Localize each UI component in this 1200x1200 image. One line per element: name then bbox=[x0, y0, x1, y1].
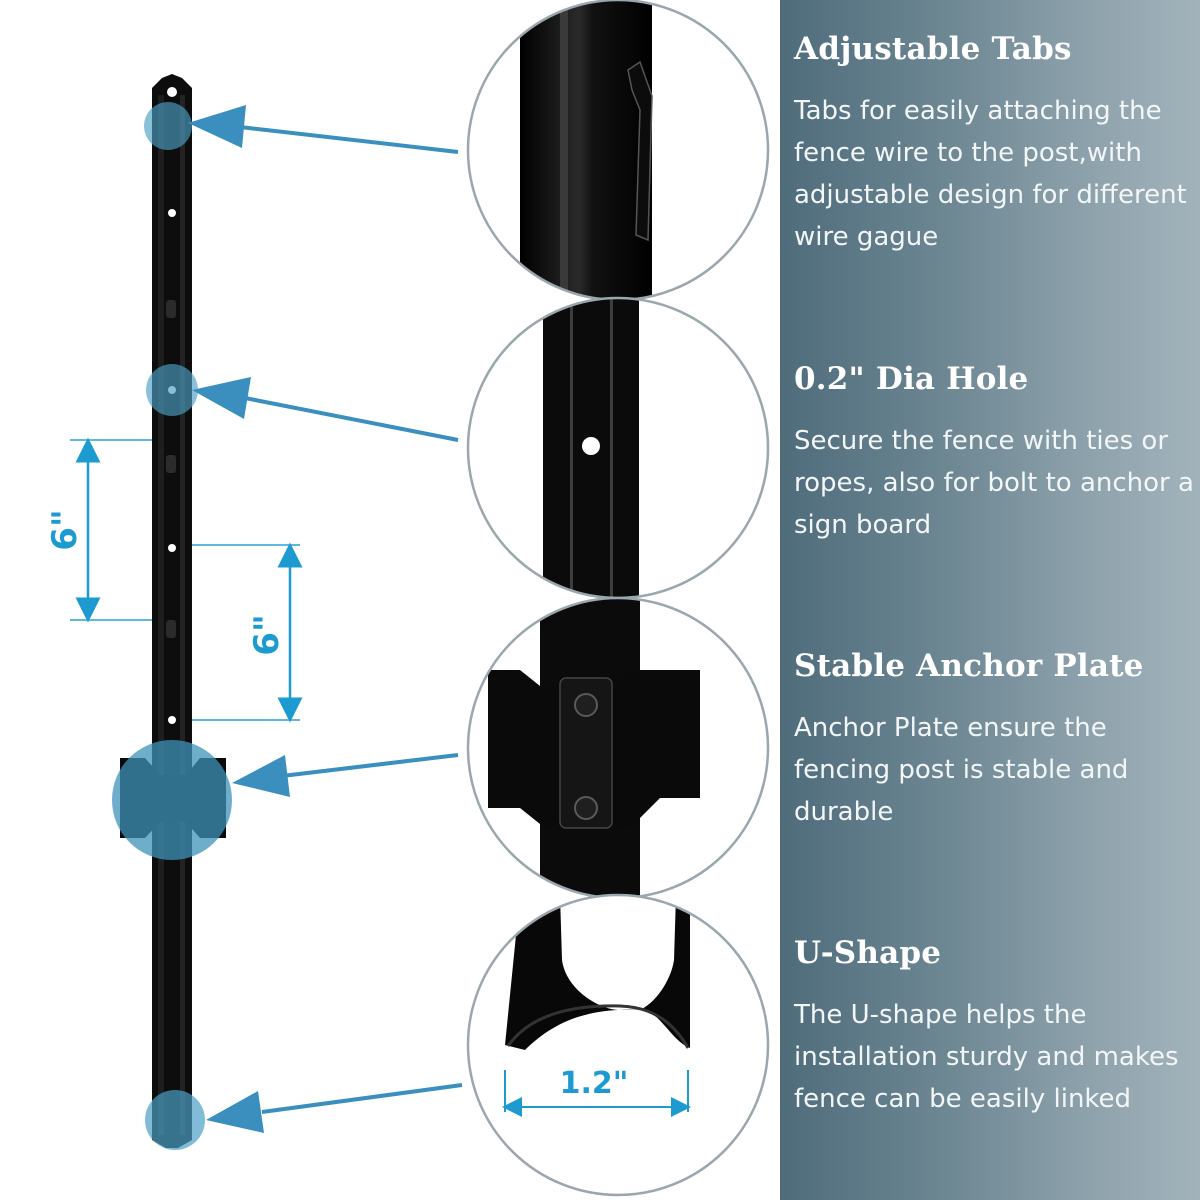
fence-post-diagram: 6" 6" bbox=[45, 0, 770, 1197]
feature-adjustable-tabs: Adjustable Tabs Tabs for easily attachin… bbox=[794, 30, 1194, 258]
highlight-hole bbox=[146, 364, 198, 416]
feature-title: 0.2" Dia Hole bbox=[794, 361, 1029, 397]
pointer-arrows bbox=[188, 105, 463, 1133]
detail-u-shape: 1.2" bbox=[466, 893, 770, 1197]
hole-closeup bbox=[582, 437, 600, 455]
u-width-label: 1.2" bbox=[560, 1066, 629, 1101]
fence-post bbox=[152, 74, 192, 1148]
highlight-anchor-plate bbox=[112, 740, 232, 860]
post-hole-3 bbox=[168, 544, 176, 552]
dimension-spacing-1: 6" bbox=[45, 437, 152, 623]
detail-dia-hole bbox=[466, 296, 770, 600]
dimension-label-2: 6" bbox=[247, 614, 287, 655]
feature-description: Anchor Plate ensure the fencing post is … bbox=[794, 713, 1129, 827]
features-panel: Adjustable Tabs Tabs for easily attachin… bbox=[780, 0, 1200, 1200]
feature-description: Secure the fence with ties or ropes, als… bbox=[794, 426, 1194, 540]
post-hole-1 bbox=[168, 209, 176, 217]
feature-dia-hole: 0.2" Dia Hole Secure the fence with ties… bbox=[794, 360, 1194, 546]
detail-adjustable-tabs bbox=[466, 0, 770, 302]
dimension-spacing-2: 6" bbox=[192, 542, 303, 723]
feature-title: Adjustable Tabs bbox=[794, 31, 1072, 67]
feature-description: The U-shape helps the installation sturd… bbox=[794, 1000, 1179, 1114]
feature-title: U-Shape bbox=[794, 935, 942, 971]
post-hole-4 bbox=[168, 716, 176, 724]
highlight-tabs bbox=[144, 102, 192, 150]
feature-description: Tabs for easily attaching the fence wire… bbox=[794, 96, 1187, 252]
highlight-u-shape bbox=[145, 1090, 205, 1150]
feature-title: Stable Anchor Plate bbox=[794, 648, 1144, 684]
dimension-label-1: 6" bbox=[45, 509, 85, 550]
detail-anchor-plate bbox=[466, 596, 770, 900]
feature-u-shape: U-Shape The U-shape helps the installati… bbox=[794, 934, 1194, 1120]
feature-anchor-plate: Stable Anchor Plate Anchor Plate ensure … bbox=[794, 647, 1194, 833]
